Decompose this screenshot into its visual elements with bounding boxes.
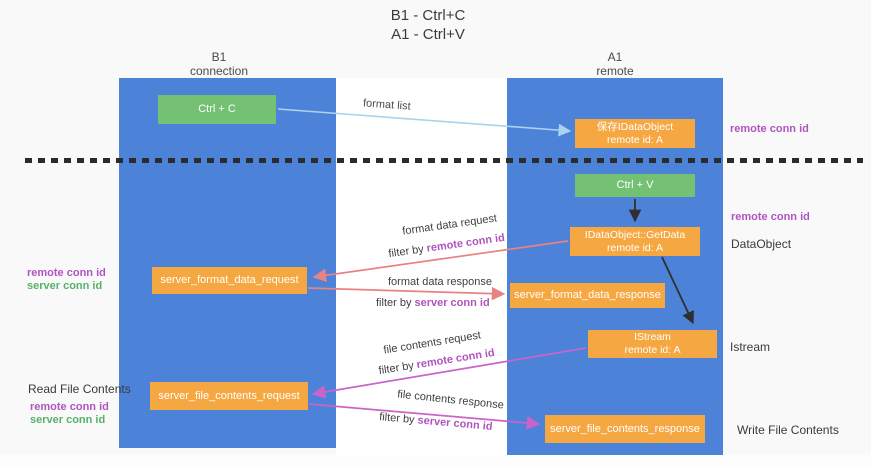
save-idataobject-line1: 保存IDataObject — [596, 120, 674, 133]
diagram-title: B1 - Ctrl+C A1 - Ctrl+V — [328, 6, 528, 44]
title-line-2: A1 - Ctrl+V — [391, 26, 465, 43]
lane-a1-name: A1 — [607, 50, 623, 64]
lane-header-b1: B1 connection — [159, 50, 279, 78]
ctrl-v-label: Ctrl + V — [616, 179, 654, 191]
label-dataobject: DataObject — [731, 237, 792, 251]
server-conn-id-text: server conn id — [414, 297, 490, 309]
format-request-label: server_format_data_request — [160, 274, 299, 286]
lane-header-a1: A1 remote — [555, 50, 675, 78]
label-remote-conn-id-right-1: remote conn id — [730, 123, 809, 135]
istream-line1: IStream — [634, 331, 671, 343]
label-remote-conn-id-left-1: remote conn id — [27, 267, 106, 279]
node-save-idataobject: 保存IDataObject remote id: A — [575, 119, 695, 148]
label-remote-conn-id-left-2: remote conn id — [30, 401, 109, 413]
label-server-conn-id-left-2: server conn id — [30, 414, 106, 426]
file-request-label: server_file_contents_request — [158, 389, 300, 402]
node-server-file-contents-response: server_file_contents_response — [545, 415, 705, 443]
ctrl-c-label: Ctrl + C — [198, 103, 236, 115]
istream-line2: remote id: A — [624, 344, 681, 356]
format-response-label: server_format_data_response — [514, 289, 661, 301]
node-ctrl-c: Ctrl + C — [158, 95, 276, 124]
label-server-conn-id-left-1: server conn id — [27, 280, 103, 292]
node-server-format-data-response: server_format_data_response — [510, 283, 665, 308]
node-server-file-contents-request: server_file_contents_request — [150, 382, 308, 410]
node-istream: IStream remote id: A — [588, 330, 717, 358]
save-idataobject-line2: remote id: A — [606, 133, 664, 146]
label-read-file-contents: Read File Contents — [28, 382, 131, 396]
phase-separator-dashed-line — [25, 158, 863, 163]
label-istream: Istream — [730, 340, 771, 354]
lane-b1-name: B1 — [211, 50, 227, 64]
title-line-1: B1 - Ctrl+C — [390, 7, 466, 24]
label-format-data-response: format data response — [388, 276, 492, 288]
label-remote-conn-id-right-2: remote conn id — [731, 211, 810, 223]
label-write-file-contents: Write File Contents — [737, 423, 839, 437]
getdata-line2: remote id: A — [606, 241, 664, 254]
bottom-strip — [0, 455, 871, 467]
node-idataobject-getdata: IDataObject::GetData remote id: A — [570, 227, 700, 256]
node-server-format-data-request: server_format_data_request — [152, 267, 307, 294]
file-response-label: server_file_contents_response — [550, 422, 700, 435]
lane-a1-role: remote — [596, 64, 634, 78]
filter-by-text: filter by — [376, 297, 412, 309]
lane-b1-role: connection — [189, 64, 249, 78]
getdata-line1: IDataObject::GetData — [584, 228, 686, 241]
node-ctrl-v: Ctrl + V — [575, 174, 695, 197]
